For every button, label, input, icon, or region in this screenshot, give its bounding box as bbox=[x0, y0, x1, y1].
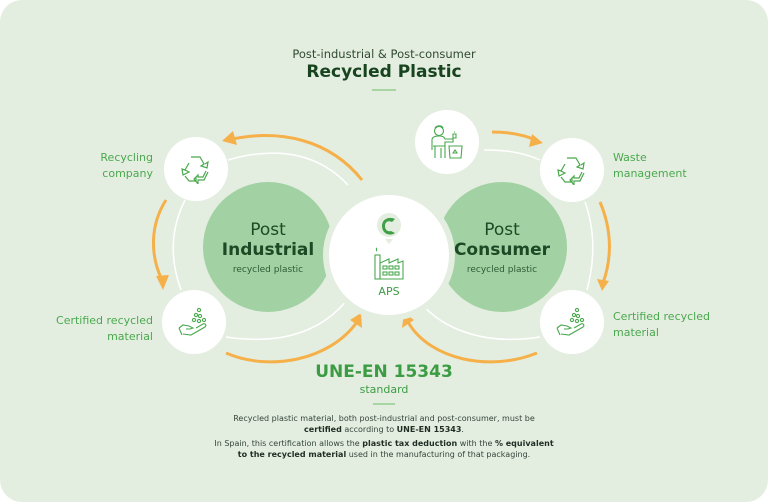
standard-title: UNE-EN 15343 bbox=[315, 362, 453, 382]
diagram-title: Recycled Plastic bbox=[306, 62, 462, 82]
aps-center-circle: APS bbox=[323, 189, 455, 321]
certified-material-left-node bbox=[162, 290, 226, 354]
description-paragraph-2: In Spain, this certification allows the … bbox=[214, 439, 554, 459]
recycle-icon bbox=[557, 157, 585, 185]
arrow-to-aps-right bbox=[406, 321, 538, 364]
certified-material-right-node bbox=[540, 290, 604, 354]
consumer-node bbox=[415, 110, 479, 174]
person-disposing-bottle-icon bbox=[431, 125, 463, 159]
post-industrial-line3: recycled plastic bbox=[232, 265, 304, 275]
title-divider bbox=[372, 89, 396, 91]
certified-material-right-label: Certified recycled material bbox=[613, 310, 710, 339]
post-industrial-line1: Post bbox=[250, 220, 286, 240]
waste-management-node bbox=[540, 138, 604, 202]
standard-divider bbox=[373, 403, 395, 405]
aps-helmet-logo-icon bbox=[374, 212, 404, 280]
aps-label: APS bbox=[378, 284, 400, 298]
recycling-company-label: Recycling company bbox=[100, 151, 153, 180]
post-industrial-line2: Industrial bbox=[221, 240, 315, 260]
standard-subtitle: standard bbox=[359, 383, 409, 396]
post-consumer-circle: Post Consumer recycled plastic bbox=[437, 182, 567, 312]
post-industrial-circle: Post Industrial recycled plastic bbox=[203, 182, 333, 312]
post-consumer-line3: recycled plastic bbox=[466, 265, 538, 275]
factory-icon bbox=[374, 247, 404, 280]
recycling-company-node bbox=[164, 137, 228, 201]
arrow-to-aps-left bbox=[225, 321, 359, 364]
waste-management-label: Waste management bbox=[613, 151, 687, 180]
certified-material-left-label: Certified recycled material bbox=[56, 314, 153, 343]
hand-with-granules-icon bbox=[178, 307, 207, 336]
recycle-icon bbox=[181, 156, 209, 184]
arrow-to-certified-right bbox=[598, 201, 611, 284]
diagram-subtitle: Post-industrial & Post-consumer bbox=[292, 47, 476, 61]
post-consumer-line2: Consumer bbox=[453, 240, 551, 260]
hand-with-granules-icon bbox=[556, 307, 585, 336]
post-consumer-line1: Post bbox=[484, 220, 520, 240]
arrow-to-recycling-company bbox=[227, 134, 364, 181]
description-paragraph-1: Recycled plastic material, both post-ind… bbox=[233, 414, 535, 434]
arrow-to-certified-left bbox=[152, 199, 168, 281]
